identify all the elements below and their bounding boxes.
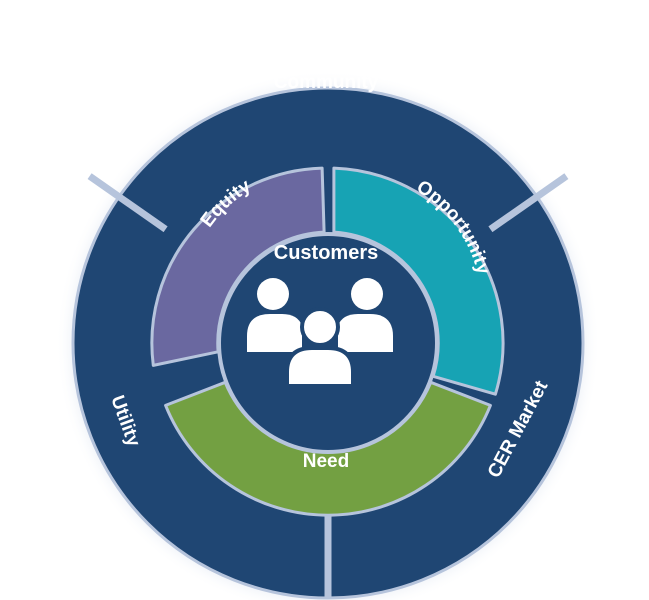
outer-divider-left (87, 173, 168, 233)
people-group-icon (247, 278, 393, 388)
outer-divider-right (488, 173, 569, 233)
need-label: Need (303, 451, 349, 472)
center-label: Customers (274, 242, 378, 264)
community-label: Community (274, 72, 379, 93)
